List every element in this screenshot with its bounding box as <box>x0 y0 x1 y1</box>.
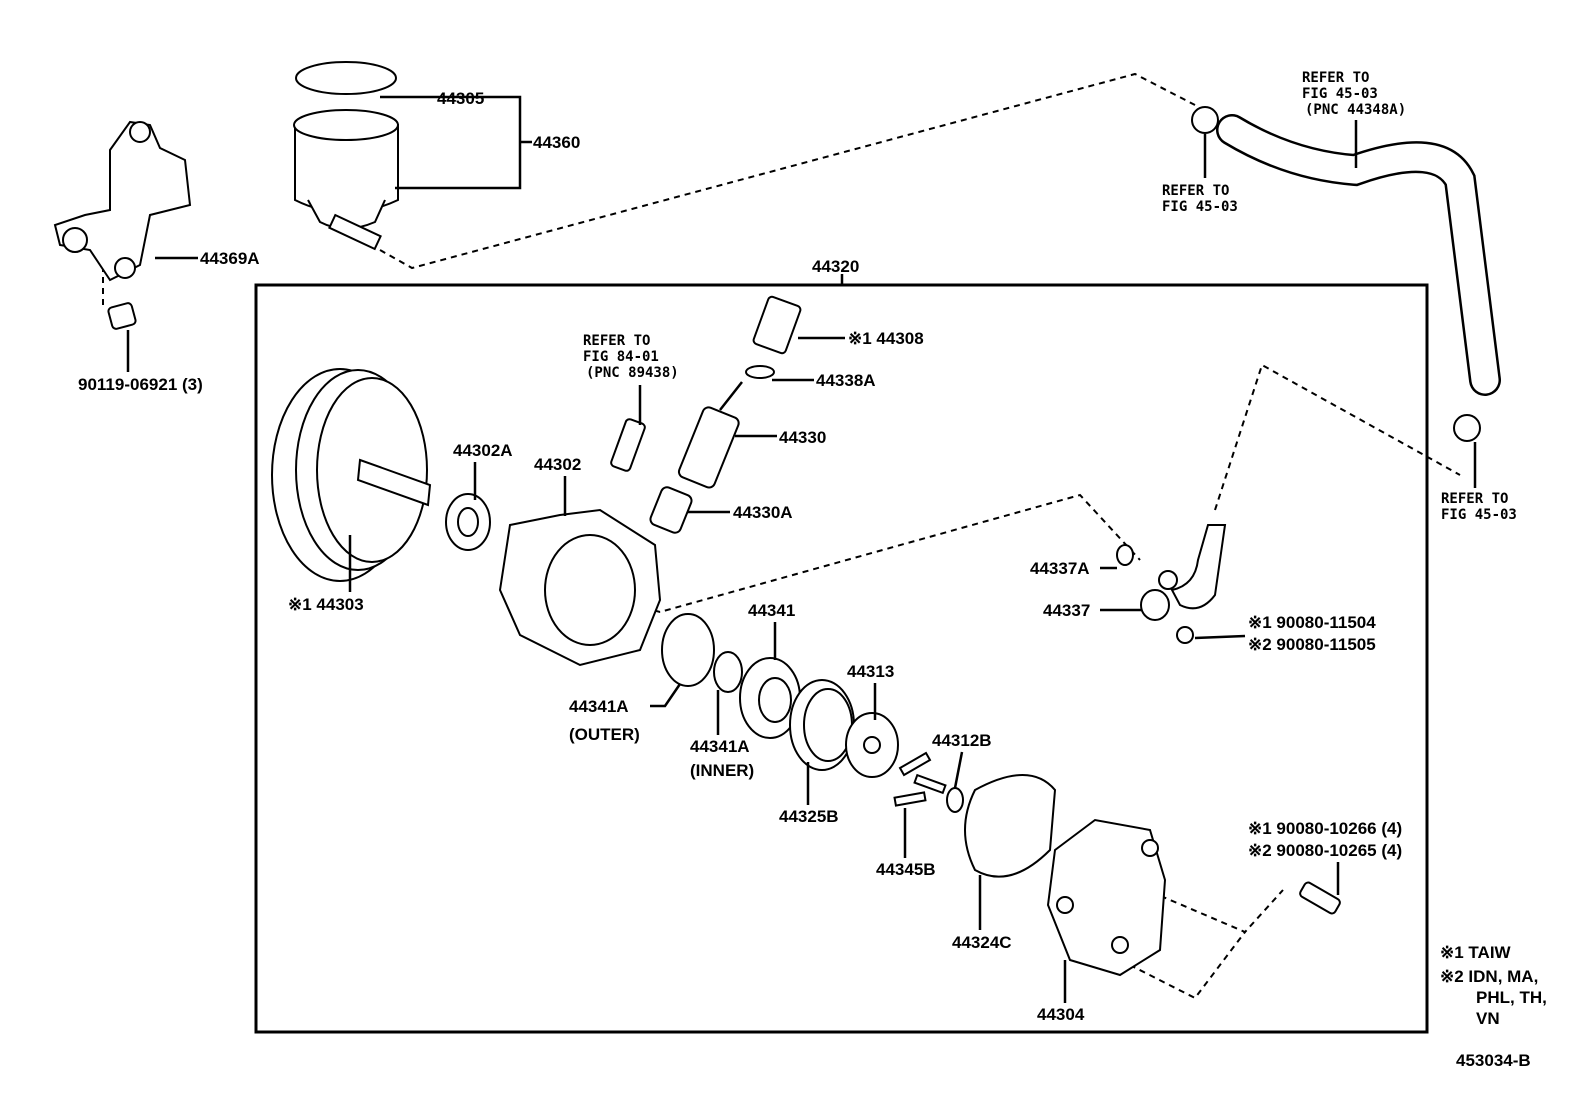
vanes-part <box>893 751 947 807</box>
reference-clamp-right[interactable]: REFER TO FIG 45-03 <box>1441 491 1517 523</box>
bearing-part <box>445 493 491 551</box>
bolt-44304 <box>1299 881 1341 915</box>
svg-text:FIG 45-03: FIG 45-03 <box>1162 199 1238 215</box>
dashed-line-pipe <box>1214 363 1461 511</box>
cam-ring-part <box>789 679 855 771</box>
label-44338A[interactable]: 44338A <box>816 371 876 390</box>
svg-text:REFER TO: REFER TO <box>1162 183 1229 199</box>
pump-body-part <box>498 508 662 667</box>
label-44369A[interactable]: 44369A <box>200 249 260 268</box>
svg-text:REFER TO: REFER TO <box>1302 70 1369 86</box>
gasket-part <box>964 774 1057 878</box>
label-44302A[interactable]: 44302A <box>453 441 513 460</box>
reference-sensor[interactable]: REFER TO FIG 84-01 (PNC 89438) <box>583 333 679 381</box>
clamp-right <box>1453 414 1481 442</box>
svg-text:※2 IDN, MA,: ※2 IDN, MA, <box>1440 967 1538 986</box>
reference-clamp-top[interactable]: REFER TO FIG 45-03 <box>1162 183 1238 215</box>
label-44337A[interactable]: 44337A <box>1030 559 1090 578</box>
pulley-part <box>271 368 432 582</box>
o-ring-inner <box>713 651 743 693</box>
region-notes: ※1 TAIW ※2 IDN, MA, PHL, TH, VN <box>1440 943 1547 1028</box>
svg-text:VN: VN <box>1476 1009 1500 1028</box>
svg-text:(PNC 44348A): (PNC 44348A) <box>1305 102 1406 118</box>
label-44305[interactable]: 44305 <box>437 89 484 108</box>
label-44341[interactable]: 44341 <box>748 601 795 620</box>
label-90119-06921[interactable]: 90119-06921 (3) <box>78 375 203 394</box>
label-44304[interactable]: 44304 <box>1037 1005 1085 1024</box>
svg-text:※1 TAIW: ※1 TAIW <box>1440 943 1512 962</box>
label-44313[interactable]: 44313 <box>847 662 894 681</box>
svg-text:REFER TO: REFER TO <box>583 333 650 349</box>
reference-hose[interactable]: REFER TO FIG 45-03 (PNC 44348A) <box>1302 70 1406 118</box>
label-44324C[interactable]: 44324C <box>952 933 1012 952</box>
label-44302[interactable]: 44302 <box>534 455 581 474</box>
figure-id: 453034-B <box>1456 1051 1531 1070</box>
label-44312B[interactable]: 44312B <box>932 731 992 750</box>
pipe-union-part <box>1116 524 1227 644</box>
label-44360[interactable]: 44360 <box>533 133 580 152</box>
rotor-part <box>845 712 899 778</box>
svg-text:PHL, TH,: PHL, TH, <box>1476 988 1547 1007</box>
label-44330[interactable]: 44330 <box>779 428 826 447</box>
label-90080-11505[interactable]: ※2 90080-11505 <box>1248 635 1376 654</box>
o-ring-outer <box>661 613 715 687</box>
leader-lines <box>126 120 1477 1003</box>
clamp-top <box>1191 106 1219 134</box>
label-outer: (OUTER) <box>569 725 640 744</box>
reservoir-part <box>293 61 399 251</box>
bracket-part <box>53 120 192 282</box>
bolt-part <box>107 302 137 330</box>
snap-ring-part <box>946 787 964 813</box>
spring-part <box>649 486 693 534</box>
svg-text:REFER TO: REFER TO <box>1441 491 1508 507</box>
label-44308[interactable]: ※1 44308 <box>848 329 924 348</box>
label-44341A-inner[interactable]: 44341A <box>690 737 750 756</box>
svg-text:FIG 45-03: FIG 45-03 <box>1441 507 1517 523</box>
dashed-line-return <box>579 493 1141 614</box>
flow-valve-part <box>677 381 743 489</box>
label-44303[interactable]: ※1 44303 <box>288 595 364 614</box>
svg-text:FIG 45-03: FIG 45-03 <box>1302 86 1378 102</box>
label-inner: (INNER) <box>690 761 754 780</box>
svg-text:FIG 84-01: FIG 84-01 <box>583 349 659 365</box>
label-44345B[interactable]: 44345B <box>876 860 936 879</box>
dashed-line-reservoir <box>379 72 1196 270</box>
label-44341A-outer[interactable]: 44341A <box>569 697 629 716</box>
label-44330A[interactable]: 44330A <box>733 503 793 522</box>
sensor-part <box>610 418 646 472</box>
rear-housing-part <box>1046 818 1167 977</box>
label-90080-10266[interactable]: ※1 90080-10266 (4) <box>1248 819 1402 838</box>
label-44325B[interactable]: 44325B <box>779 807 839 826</box>
valve-plug-part <box>752 295 802 355</box>
label-90080-10265[interactable]: ※2 90080-10265 (4) <box>1248 841 1402 860</box>
svg-text:(PNC 89438): (PNC 89438) <box>586 365 679 381</box>
label-44337[interactable]: 44337 <box>1043 601 1090 620</box>
pump-assembly-box <box>254 283 1429 1034</box>
label-90080-11504[interactable]: ※1 90080-11504 <box>1248 613 1376 632</box>
label-44320[interactable]: 44320 <box>812 257 859 276</box>
o-ring-44338A <box>745 365 775 379</box>
